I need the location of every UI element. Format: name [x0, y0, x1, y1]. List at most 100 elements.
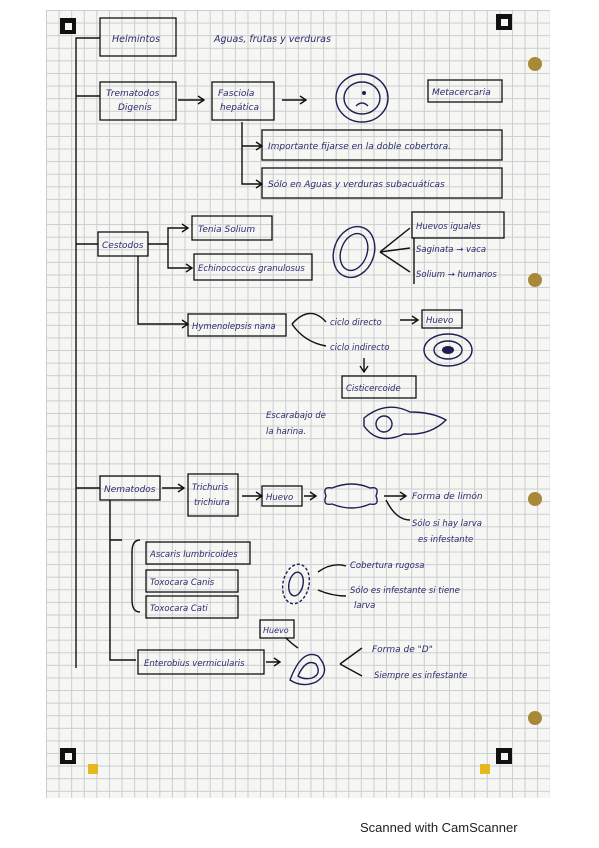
cisticercoide-label: Cisticercoide	[346, 384, 401, 394]
arrow	[178, 95, 206, 105]
arrow	[359, 358, 369, 374]
ciclo-indirecto: ciclo indirecto	[330, 343, 389, 353]
binder-hole	[528, 492, 542, 506]
cisticercoide-box	[341, 375, 417, 399]
hymenolepsis-egg-drawing	[423, 333, 473, 367]
enterobius-box	[137, 649, 265, 675]
toxocara-cati-box	[145, 595, 239, 619]
hymenolepsis-egg-core	[442, 346, 454, 354]
trichuris-note-branches	[384, 491, 411, 521]
corner-marker-bottom-right	[480, 748, 512, 774]
arrow	[266, 657, 282, 667]
spine-branches	[76, 95, 100, 489]
ascaris-note-1: Cobertura rugosa	[350, 561, 425, 571]
hymenolepsis-box	[187, 313, 287, 337]
enterobius-huevo-label: Huevo	[263, 626, 289, 635]
cestodos-branches	[148, 223, 194, 273]
lemon-egg-drawing	[324, 483, 378, 509]
nematodos-label: Nematodos	[104, 485, 156, 495]
header-title: Helmintos	[112, 34, 160, 45]
cysticercoid-drawing	[363, 406, 448, 440]
trichuris-huevo-box	[261, 485, 303, 507]
trichuris-huevo-label: Huevo	[266, 493, 293, 503]
enterobius-note-2: Siempre es infestante	[374, 671, 467, 681]
d-shaped-egg-drawing	[289, 653, 326, 686]
trematodos-note-2: Sólo en Aguas y verduras subacuáticas	[268, 179, 445, 190]
trematodos-note-branches	[241, 122, 264, 189]
binder-hole	[528, 273, 542, 287]
toxocara-canis-box	[145, 569, 239, 593]
ascaris-label: Ascaris lumbricoides	[149, 550, 238, 560]
echinococcus-label: Echinococcus granulosus	[198, 264, 305, 274]
egg-note-3: Solium → humanos	[416, 270, 497, 280]
note-box	[261, 167, 503, 199]
arrow	[282, 95, 308, 105]
corner-marker-bottom-left	[60, 748, 98, 774]
grid-paper	[46, 10, 550, 798]
ascaris-bracket	[131, 539, 141, 613]
enterobius-label: Enterobius vermicularis	[144, 659, 245, 669]
enterobius-huevo-box	[259, 619, 295, 639]
ascaris-egg-inner-drawing	[288, 571, 304, 597]
tenia-box	[191, 215, 273, 241]
tenia-label: Tenia Solium	[198, 225, 255, 235]
cysticercoid-scolex	[375, 415, 393, 433]
huevo-box	[421, 309, 463, 329]
main-spine	[75, 37, 100, 668]
hymenolepsis-egg-inner	[433, 340, 463, 360]
egg-note-1: Huevos iguales	[416, 222, 481, 232]
binder-hole	[528, 711, 542, 725]
echinococcus-box	[193, 253, 313, 281]
toxocara-cati-label: Toxocara Cati	[150, 604, 208, 614]
arrow	[304, 491, 318, 501]
trematodos-note-1: Importante fijarse en la doble cobertora…	[268, 142, 451, 152]
cestode-egg-inner-drawing	[339, 232, 369, 272]
ciclo-directo: ciclo directo	[330, 318, 382, 328]
cestode-egg-drawing	[332, 225, 376, 279]
metacercaria-box	[427, 79, 503, 103]
d-shaped-egg-inner	[297, 661, 319, 680]
enterobius-note-1: Forma de "D"	[372, 645, 433, 655]
arrow	[400, 315, 420, 325]
nematodos-box	[99, 475, 161, 501]
hymenolepsis-label: Hymenolepsis nana	[192, 322, 276, 332]
egg-note-branches	[379, 227, 411, 273]
trichuris-note-1: Forma de limón	[412, 491, 483, 502]
fasciola-box	[211, 81, 275, 121]
ascaris-note-branches	[317, 564, 347, 597]
header-title-box	[99, 17, 177, 57]
toxocara-canis-label: Toxocara Canis	[150, 578, 215, 588]
hymenolepsis-branch	[137, 256, 190, 329]
corner-marker-top-left	[60, 18, 76, 34]
huevo-label: Huevo	[426, 316, 453, 326]
huevos-iguales-box	[411, 211, 505, 239]
trichuris-box	[187, 473, 239, 517]
header-subtitle: Aguas, frutas y verduras	[213, 34, 331, 45]
ascaris-box	[145, 541, 251, 565]
metacercaria-inner-drawing	[343, 81, 381, 115]
scanner-watermark: Scanned with CamScanner	[360, 820, 518, 835]
metacercaria-mark	[355, 102, 369, 107]
ascaris-egg-outer-drawing	[281, 563, 311, 605]
nematodos-sub-spine	[109, 500, 136, 661]
metacercaria-outer-drawing	[335, 73, 389, 123]
note-box	[261, 129, 503, 161]
metacercaria-label: Metacercaria	[432, 88, 491, 98]
cestodos-label: Cestodos	[102, 241, 144, 251]
corner-marker-top-right	[496, 14, 512, 30]
binder-hole	[528, 57, 542, 71]
egg-note-2: Saginata → vaca	[416, 245, 486, 255]
arrow	[162, 483, 186, 493]
trematodos-box	[99, 81, 177, 121]
enterobius-note-branches	[339, 647, 363, 677]
arrow	[242, 491, 264, 501]
cycle-branches	[291, 312, 327, 347]
arrow	[285, 637, 299, 649]
